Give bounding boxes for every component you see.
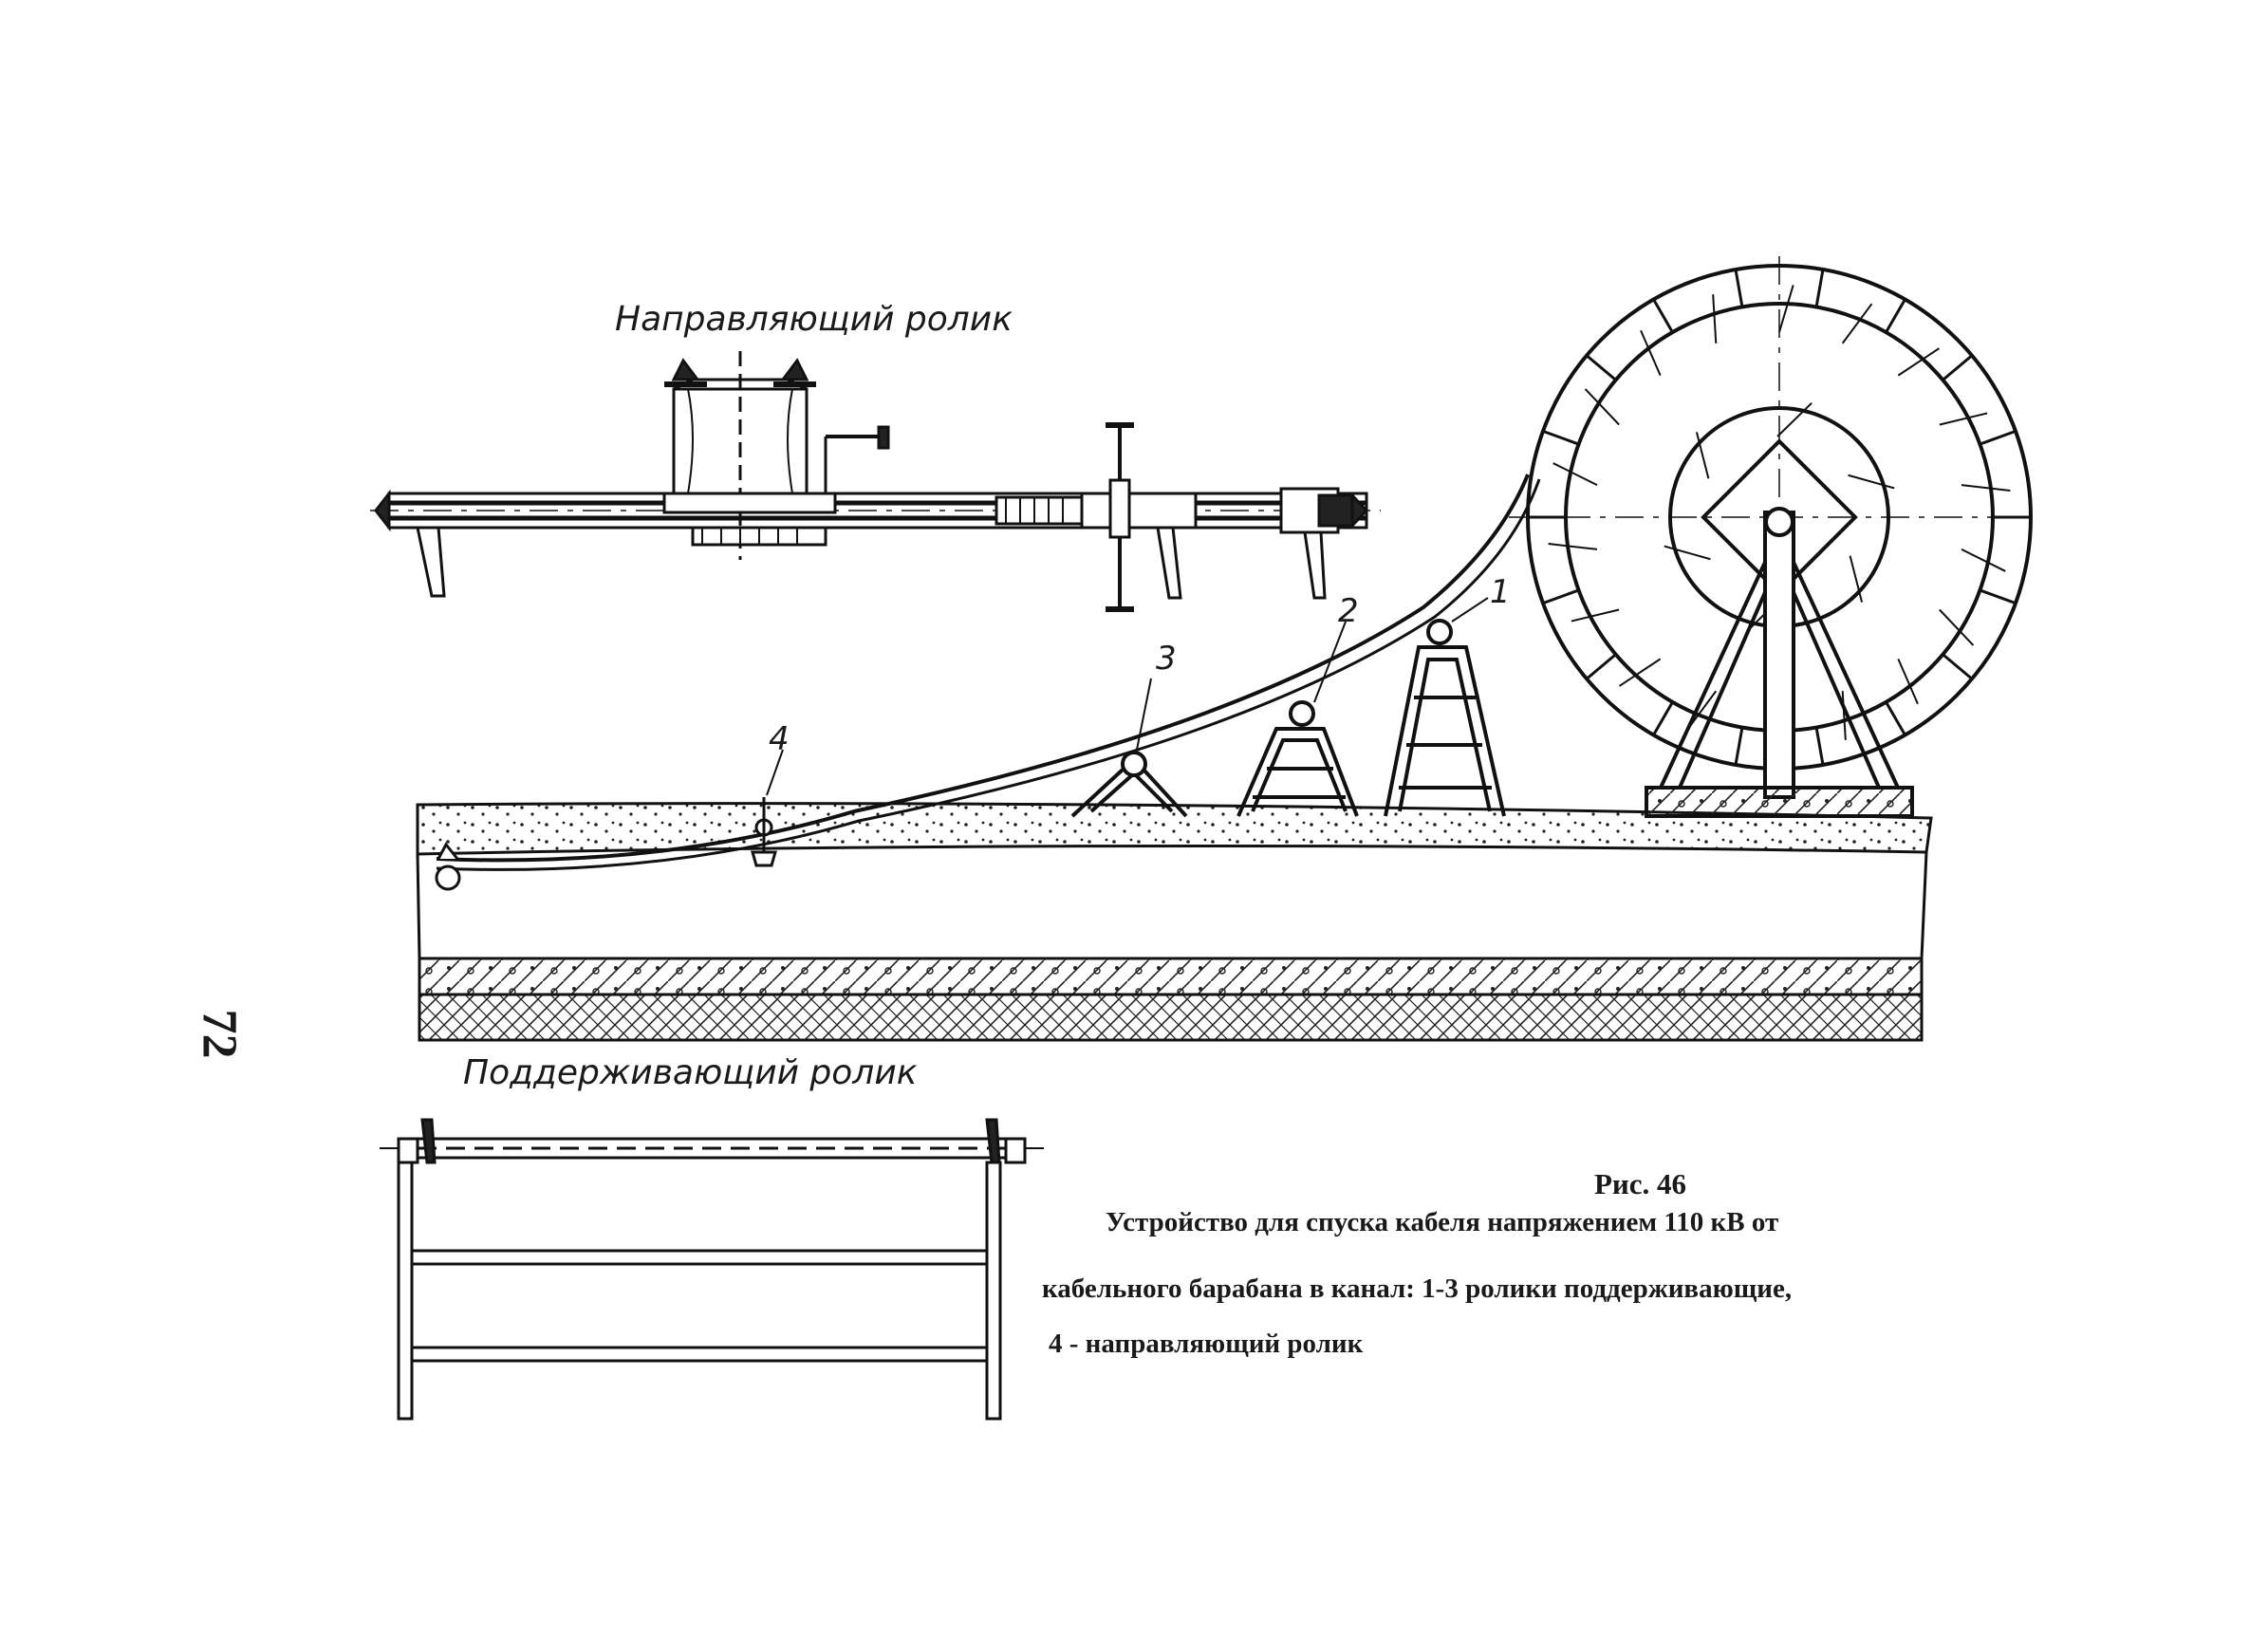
drum-segment-line: [1814, 269, 1825, 307]
drum-segment-line: [1885, 701, 1906, 736]
drum-stand: [1645, 507, 1914, 818]
caption-line-2: кабельного барабана в канал: 1-3 ролики …: [1042, 1273, 1793, 1304]
drum-segment-line: [1734, 269, 1744, 307]
callout-4: 4: [769, 720, 790, 758]
drum-tick: [1961, 484, 2011, 492]
drum-tick: [1939, 412, 1988, 426]
drum-segment-line: [1979, 429, 2017, 446]
hub-tick: [1849, 555, 1864, 603]
drum-rim-segments: [1528, 269, 2031, 766]
guide-roller-4: [435, 797, 777, 891]
drum-tick: [1841, 303, 1873, 344]
guide-roller-label: Направляющий ролик: [615, 300, 1013, 339]
caption-line-1: Устройство для спуска кабеля напряжением…: [1106, 1207, 1779, 1237]
drum-tick: [1584, 388, 1620, 426]
drum-tick: [1778, 285, 1794, 333]
drum-tick: [1897, 658, 1919, 705]
drum-segment-line: [1652, 701, 1674, 736]
cable: [436, 474, 1530, 863]
callout-1: 1: [1490, 573, 1511, 611]
caption-line-3: 4 - направляющий ролик: [1049, 1329, 1364, 1359]
drum-segment-line: [1942, 354, 1973, 381]
drum-tick: [1897, 347, 1941, 377]
drum-tick: [1939, 608, 1975, 646]
callouts: [766, 597, 1489, 796]
guide-roller-detail: [370, 351, 1381, 612]
support-roller-label: Поддерживающий ролик: [463, 1053, 918, 1092]
support-roller-2: [1236, 700, 1359, 817]
drum-tick: [1552, 462, 1598, 487]
hub-tick: [1848, 474, 1895, 490]
support-roller-3: [1070, 751, 1188, 818]
support-roller-1: [1384, 619, 1506, 817]
drum-segment-line: [1542, 588, 1580, 605]
hub-tick: [1776, 402, 1813, 437]
support-roller-detail: [380, 1118, 1044, 1421]
drum-segment-line: [1586, 354, 1617, 381]
drum-segment-line: [1542, 429, 1580, 446]
trench-section: [416, 802, 1933, 1042]
hub-tick: [1664, 545, 1711, 561]
figure-number: Рис. 46: [1594, 1167, 1687, 1200]
drum-segment-line: [1885, 298, 1906, 333]
callout-2: 2: [1338, 592, 1359, 630]
drum-segment-line: [1979, 588, 2017, 605]
drum-tick: [1571, 608, 1620, 623]
drum-tick: [1618, 658, 1662, 687]
drum-segment-line: [1652, 298, 1674, 333]
drum-tick: [1712, 294, 1718, 344]
drum-tick: [1548, 543, 1598, 550]
drum-segment-line: [1942, 653, 1973, 680]
hub-tick: [1695, 432, 1710, 479]
drum-tick: [1841, 691, 1847, 740]
callout-3: 3: [1156, 640, 1177, 678]
drum-tick: [1640, 329, 1662, 377]
drum-tick: [1961, 548, 2006, 572]
drum-segment-line: [1814, 727, 1825, 766]
drum-segment-line: [1734, 727, 1744, 766]
drum-segment-line: [1586, 653, 1617, 680]
